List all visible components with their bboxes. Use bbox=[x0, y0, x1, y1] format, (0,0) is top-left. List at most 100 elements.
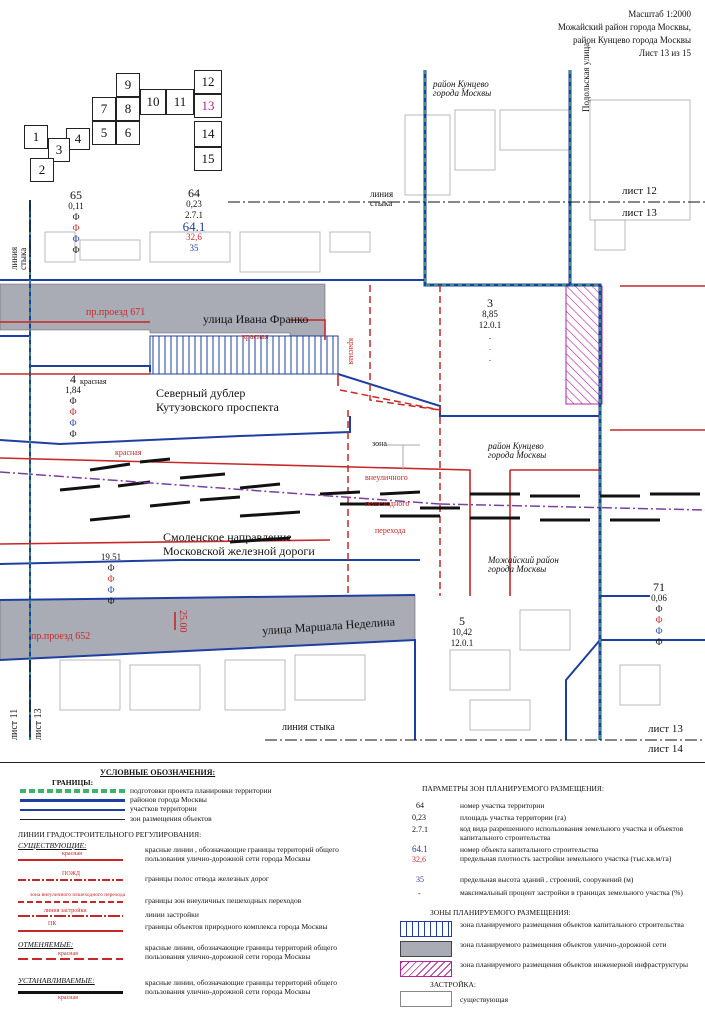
sheet-cell-15[interactable]: 15 bbox=[194, 147, 222, 171]
param-key: 0,23 bbox=[412, 813, 426, 822]
capital-construction-zone bbox=[149, 335, 339, 375]
parcel-19-51-code-1: Ф bbox=[107, 563, 115, 573]
sheet-cell-12[interactable]: 12 bbox=[194, 70, 222, 94]
parcel-65[interactable]: 65 0,11 Ф Ф Ф Ф bbox=[58, 189, 94, 256]
parcel-4-area: 1,84 bbox=[65, 385, 81, 395]
parcel-5[interactable]: 5 10,42 12.0.1 bbox=[442, 614, 482, 649]
parcel-5-id: 5 bbox=[459, 614, 465, 628]
parcel-64[interactable]: 64 0,23 2.7.1 64.1 32,6 35 bbox=[172, 187, 216, 254]
sheet-cell-8[interactable]: 8 bbox=[116, 97, 140, 121]
swatch-pedestrian-label: зона внеуличного пешеходного перехода bbox=[30, 892, 126, 898]
parcel-19-51-code-4: Ф bbox=[107, 596, 115, 606]
sheet-cell-14[interactable]: 14 bbox=[194, 121, 222, 147]
legend-cancelled-text: красные линии, обозначающие границы терр… bbox=[145, 943, 337, 961]
parcel-71-code-1: Ф bbox=[655, 604, 663, 614]
swatch-building-line-label: линия застройки bbox=[44, 908, 87, 914]
swatch-zone-border bbox=[20, 819, 125, 820]
map-canvas bbox=[0, 70, 705, 741]
parcel-71[interactable]: 71 0,06 Ф Ф Ф Ф bbox=[642, 581, 676, 648]
header-sheet: Лист 13 из 15 bbox=[639, 48, 691, 58]
parcel-3-kind: 12.0.1 bbox=[478, 320, 502, 330]
legend-existing-5: границы объектов природного комплекса го… bbox=[145, 922, 328, 931]
param-text: номер объекта капитального строительства bbox=[460, 845, 599, 854]
label-list13-top: лист 13 bbox=[622, 207, 657, 219]
red-dashed-lines bbox=[339, 285, 441, 596]
param-text: предельная высота зданий , строений, соо… bbox=[460, 875, 634, 884]
sheet-cell-11[interactable]: 11 bbox=[166, 89, 194, 115]
swatch-established-label: красная bbox=[58, 995, 78, 1001]
sheet-cell-2[interactable]: 2 bbox=[30, 158, 54, 182]
legend: УСЛОВНЫЕ ОБОЗНАЧЕНИЯ: ГРАНИЦЫ: подготовк… bbox=[0, 762, 705, 1017]
red-lines bbox=[0, 285, 705, 630]
parcel-3[interactable]: 3 8,85 12.0.1 . . . bbox=[470, 296, 510, 364]
label-smolensk: Смоленское направление Московской железн… bbox=[163, 530, 315, 558]
swatch-red-line-label: красная bbox=[62, 851, 82, 857]
label-liniya-styka-top: линия стыка bbox=[370, 189, 394, 208]
swatch-building-line bbox=[18, 915, 123, 917]
swatch-zone-road bbox=[400, 941, 452, 957]
sheet-cell-7[interactable]: 7 bbox=[92, 97, 116, 121]
parcel-64-kind: 2.7.1 bbox=[185, 210, 203, 220]
param-row: 64 номер участка территории bbox=[400, 801, 700, 813]
swatch-established bbox=[18, 991, 123, 994]
legend-border-1: подготовки проекта планировки территории bbox=[130, 786, 272, 795]
param-key: 32,6 bbox=[412, 855, 426, 864]
label-podolskaya: Подольская улица bbox=[581, 42, 591, 112]
road-zone-fill bbox=[0, 283, 416, 661]
parcel-71-code-3: Ф bbox=[655, 626, 663, 636]
sheet-cell-13[interactable]: 13 bbox=[194, 94, 222, 118]
parcel-71-code-2: Ф bbox=[655, 615, 663, 625]
param-row: 35 предельная высота зданий , строений, … bbox=[400, 875, 700, 889]
param-key: 64 bbox=[416, 801, 424, 810]
parcel-65-code-1: Ф bbox=[72, 212, 80, 222]
parcel-4-code-4: Ф bbox=[69, 429, 77, 439]
sheet-index: 9 7 8 10 11 12 13 14 15 5 6 4 1 3 2 bbox=[0, 0, 230, 185]
label-list13-left: лист 13 bbox=[33, 708, 44, 740]
sheet-cell-6[interactable]: 6 bbox=[116, 121, 140, 145]
parcel-3-dot-1: . bbox=[488, 331, 492, 341]
label-vneulichnogo: внеуличного bbox=[365, 473, 408, 482]
parcel-19-51-code-3: Ф bbox=[107, 585, 115, 595]
header-district-2: район Кунцево города Москвы bbox=[573, 35, 691, 45]
sheet-cell-10[interactable]: 10 bbox=[140, 89, 166, 115]
label-ivan-franko: улица Ивана Франко bbox=[203, 312, 309, 326]
parcel-19-51-code-2: Ф bbox=[107, 574, 115, 584]
label-pr652: пр.проезд 652 bbox=[31, 631, 91, 642]
label-krasnaya-4: красная bbox=[115, 448, 142, 457]
label-perehoda: перехода bbox=[375, 526, 406, 535]
legend-zone-2: зона планируемого размещения объектов ул… bbox=[460, 940, 667, 949]
param-text: максимальный процент застройки в граница… bbox=[460, 888, 683, 897]
swatch-railway bbox=[18, 879, 123, 881]
label-list13-bottom: лист 13 bbox=[648, 723, 683, 735]
sheet-cell-3[interactable]: 3 bbox=[48, 138, 70, 162]
swatch-red-line bbox=[18, 859, 123, 861]
swatch-district-border bbox=[20, 799, 125, 802]
param-text: площадь участка территории (га) bbox=[460, 813, 567, 822]
header-scale: Масштаб 1:2000 bbox=[628, 9, 691, 19]
parcel-4[interactable]: 4 1,84 Ф Ф Ф Ф bbox=[58, 373, 88, 440]
parcel-64-density: 32,6 bbox=[186, 232, 202, 242]
sheet-cell-9[interactable]: 9 bbox=[116, 73, 140, 97]
legend-buildings-title: ЗАСТРОЙКА: bbox=[430, 980, 476, 989]
engineering-zone bbox=[565, 285, 603, 405]
label-list14: лист 14 bbox=[648, 743, 683, 755]
swatch-project-border bbox=[20, 789, 125, 793]
legend-border-4: зон размещения объектов bbox=[130, 814, 212, 823]
swatch-nature-label: ПК bbox=[48, 921, 57, 927]
legend-existing-1: красные линии , обозначающие границы тер… bbox=[145, 845, 339, 863]
parcel-3-dot-3: . bbox=[488, 353, 492, 363]
parcel-3-id: 3 bbox=[487, 296, 493, 310]
parcel-3-area: 8,85 bbox=[482, 309, 498, 319]
legend-regulation-title: ЛИНИИ ГРАДОСТРОИТЕЛЬНОГО РЕГУЛИРОВАНИЯ: bbox=[18, 830, 202, 839]
legend-zone-1: зона планируемого размещения объектов ка… bbox=[460, 920, 684, 929]
parcel-64-height: 35 bbox=[189, 243, 199, 253]
param-text: предельная плотность застройки земельног… bbox=[460, 854, 672, 863]
label-mozhaisk: Можайский район города Москвы bbox=[488, 555, 559, 574]
sheet-cell-1[interactable]: 1 bbox=[24, 125, 48, 149]
parcel-4-code-1: Ф bbox=[69, 396, 77, 406]
parcel-19-51-id: 19.51 bbox=[100, 552, 122, 562]
sheet-cell-5[interactable]: 5 bbox=[92, 121, 116, 145]
parcel-19-51[interactable]: 19.51 Ф Ф Ф Ф bbox=[94, 552, 128, 607]
parcel-71-area: 0,06 bbox=[651, 593, 667, 603]
legend-existing-title: СУЩЕСТВУЮЩИЕ: bbox=[18, 841, 87, 850]
